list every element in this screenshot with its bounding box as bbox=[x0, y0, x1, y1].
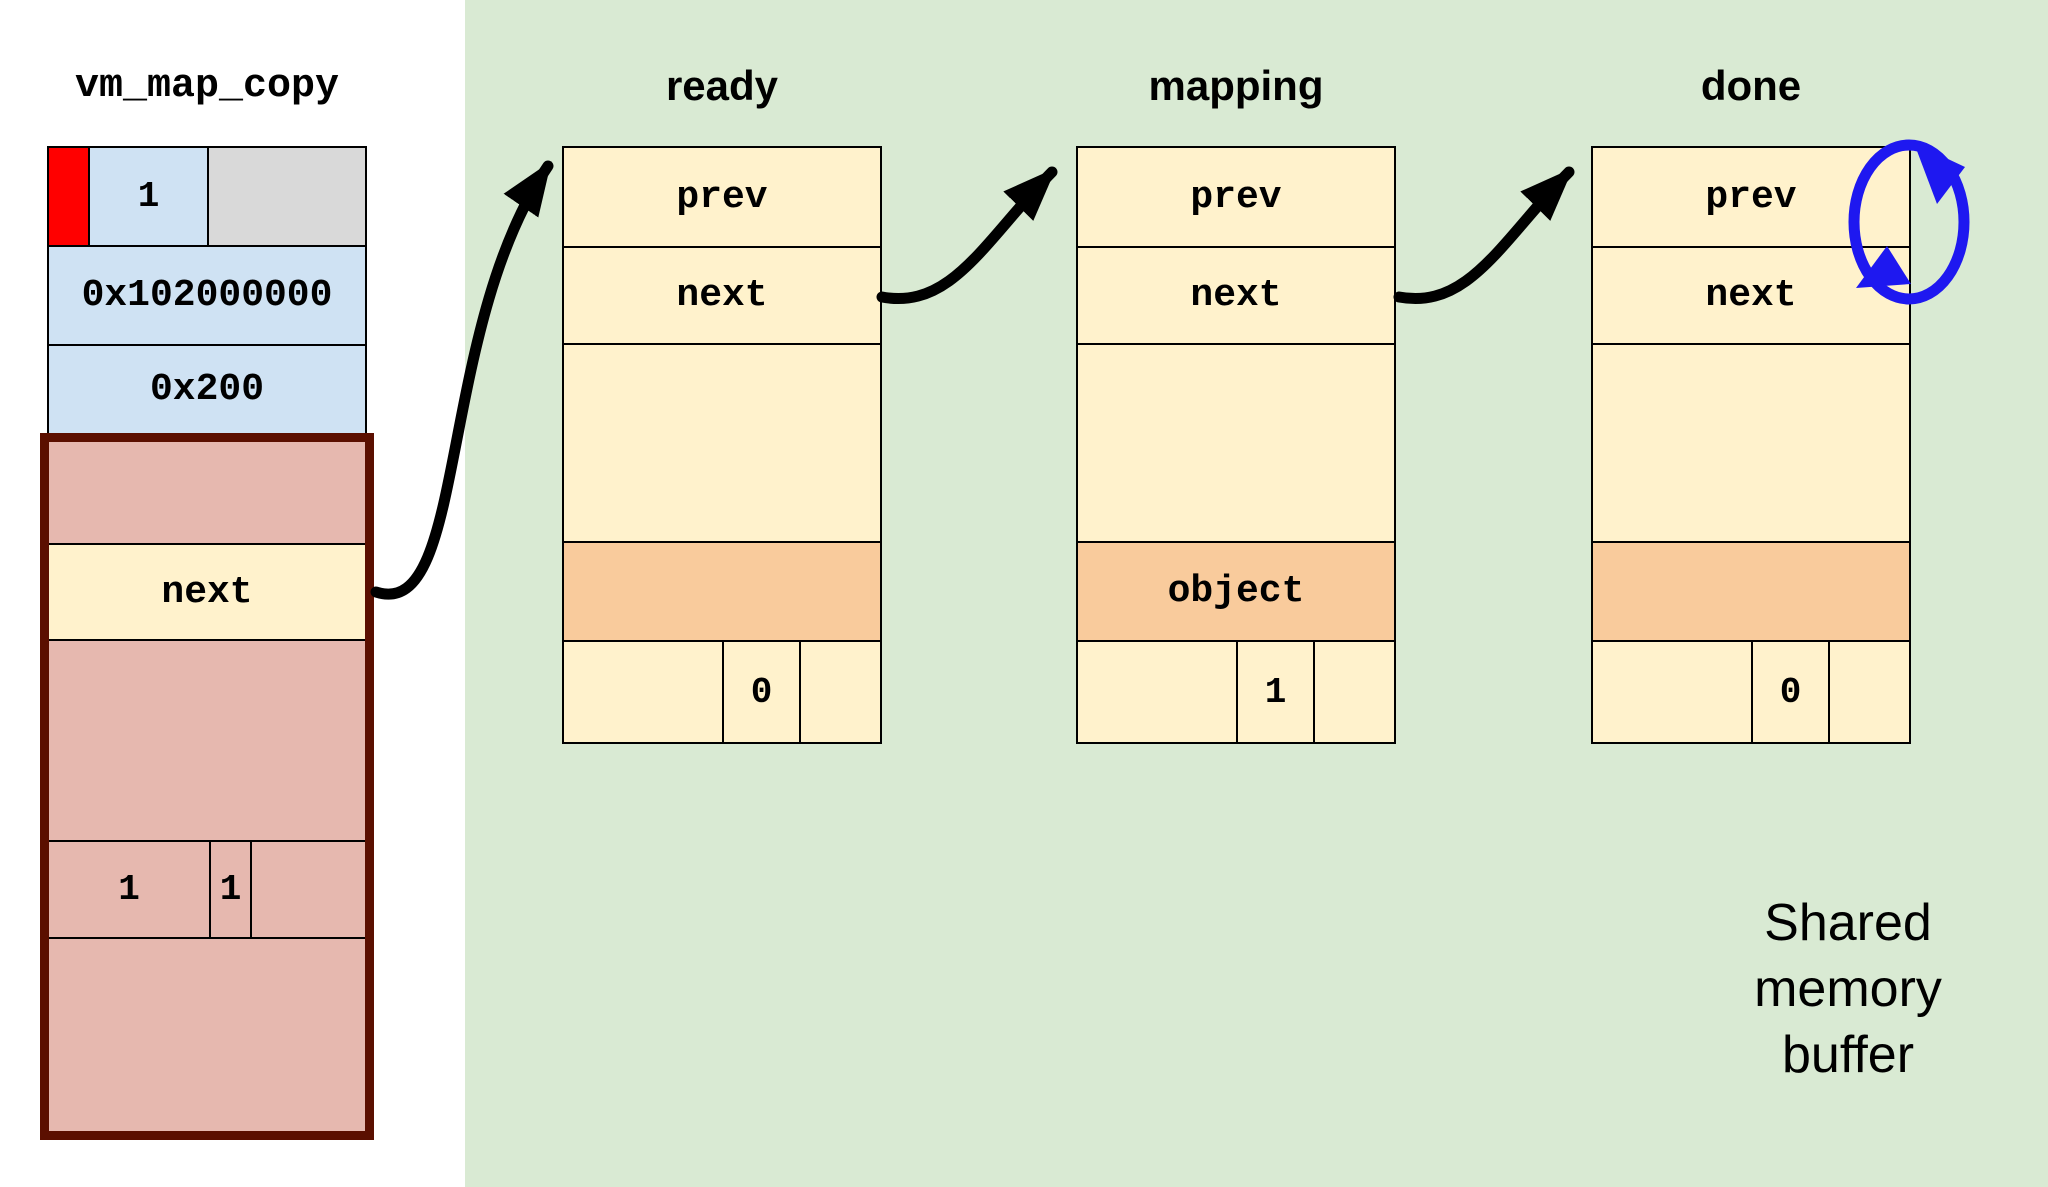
size-cell: 0x200 bbox=[47, 344, 367, 435]
object-field: object bbox=[1078, 543, 1394, 642]
node-ready: prev next 0 bbox=[562, 146, 882, 744]
object-field bbox=[1593, 543, 1909, 642]
spacer-field bbox=[1078, 345, 1394, 543]
footer-left-cell bbox=[1593, 642, 1751, 742]
footer-left-cell bbox=[1078, 642, 1236, 742]
footer-right-cell bbox=[1315, 642, 1394, 742]
node-title-mapping: mapping bbox=[1148, 62, 1324, 109]
entry-split-left-value: 1 bbox=[49, 842, 211, 937]
footer-left-cell bbox=[564, 642, 722, 742]
entry-split-right-cell bbox=[252, 842, 365, 937]
footer-row: 1 bbox=[1078, 642, 1394, 742]
next-field: next bbox=[1593, 248, 1909, 345]
footer-mid-value: 1 bbox=[1236, 642, 1315, 742]
prev-field: prev bbox=[1593, 148, 1909, 248]
next-field: next bbox=[1078, 248, 1394, 345]
flag-value-cell: 1 bbox=[90, 148, 209, 245]
map-entry-region: next 1 1 bbox=[40, 433, 374, 1140]
object-field bbox=[564, 543, 880, 642]
prev-field: prev bbox=[564, 148, 880, 248]
vm-map-copy-header-row: 1 bbox=[47, 146, 367, 247]
caption-line: buffer bbox=[1781, 1026, 1915, 1084]
node-mapping: prev next object 1 bbox=[1076, 146, 1396, 744]
footer-mid-value: 0 bbox=[722, 642, 801, 742]
footer-mid-value: 0 bbox=[1751, 642, 1830, 742]
footer-row: 0 bbox=[1593, 642, 1909, 742]
caption-line: Shared bbox=[1764, 894, 1932, 952]
entry-split-mid-value: 1 bbox=[211, 842, 252, 937]
next-field: next bbox=[564, 248, 880, 345]
prev-field: prev bbox=[1078, 148, 1394, 248]
shared-memory-caption: Shared memory buffer bbox=[1638, 890, 2048, 1088]
footer-right-cell bbox=[1830, 642, 1909, 742]
node-done: prev next 0 bbox=[1591, 146, 1911, 744]
footer-right-cell bbox=[801, 642, 880, 742]
empty-gray-cell bbox=[209, 148, 365, 245]
node-title-ready: ready bbox=[665, 62, 779, 109]
entry-split-row: 1 1 bbox=[49, 840, 365, 939]
address-cell: 0x102000000 bbox=[47, 245, 367, 346]
caption-line: memory bbox=[1754, 960, 1942, 1018]
vm-map-copy-title: vm_map_copy bbox=[74, 63, 340, 109]
spacer-field bbox=[564, 345, 880, 543]
spacer-field bbox=[1593, 345, 1909, 543]
red-flag-cell bbox=[49, 148, 90, 245]
node-title-done: done bbox=[1700, 62, 1802, 109]
footer-row: 0 bbox=[564, 642, 880, 742]
entry-next-field: next bbox=[49, 543, 365, 641]
